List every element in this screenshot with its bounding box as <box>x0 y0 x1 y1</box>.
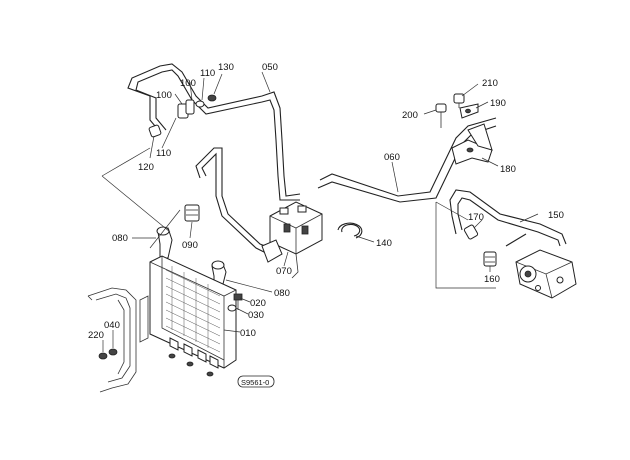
callout-170: 170 <box>468 212 484 223</box>
callout-210: 210 <box>482 78 498 89</box>
washer-110 <box>195 100 205 108</box>
drawing-code: S9561-0 <box>241 378 269 387</box>
callout-010: 010 <box>240 328 256 339</box>
pipe-050 <box>127 63 301 255</box>
callout-100-right: 100 <box>180 78 196 89</box>
callout-020: 020 <box>250 298 266 309</box>
bolt-040 <box>108 348 118 356</box>
callout-030: 030 <box>248 310 264 321</box>
control-valve-070 <box>261 201 323 279</box>
clamp-140 <box>337 222 363 239</box>
washer-030 <box>227 304 237 312</box>
fitting-170 <box>463 224 479 240</box>
callout-160: 160 <box>484 274 500 285</box>
callout-190: 190 <box>490 98 506 109</box>
fitting-120 <box>148 124 162 138</box>
banjo-fitting-100 <box>177 99 195 119</box>
callout-090: 090 <box>182 240 198 251</box>
callout-110-upper: 110 <box>200 68 215 79</box>
callout-080-upper: 080 <box>112 233 128 244</box>
callout-120: 120 <box>138 162 154 173</box>
callout-labels: 010 020 030 040 050 060 070 080 080 090 … <box>88 62 564 341</box>
callout-060: 060 <box>384 152 400 163</box>
nut-220 <box>98 352 108 360</box>
callout-100-left: 100 <box>156 90 172 101</box>
frame-bracket <box>87 287 137 393</box>
bolt-210 <box>453 93 465 108</box>
callout-070: 070 <box>276 266 292 277</box>
reference-lines <box>101 147 496 289</box>
callout-080-lower: 080 <box>274 288 290 299</box>
callout-200: 200 <box>402 110 418 121</box>
callout-leaders <box>102 71 539 352</box>
plate-190 <box>459 103 479 119</box>
bolt-020 <box>233 293 243 310</box>
oil-cooler-010 <box>139 255 237 377</box>
drawing-code-stamp: S9561-0 <box>237 375 275 388</box>
callout-220: 220 <box>88 330 104 341</box>
hydraulic-pump <box>515 249 577 299</box>
callout-150: 150 <box>548 210 564 221</box>
callout-040: 040 <box>104 320 120 331</box>
callout-130: 130 <box>218 62 234 73</box>
fitting-090 <box>184 204 200 222</box>
callout-140: 140 <box>376 238 392 249</box>
bolt-130 <box>207 94 217 102</box>
fitting-160 <box>483 251 497 267</box>
bracket-180 <box>451 123 493 165</box>
cooler-fins <box>165 266 221 353</box>
callout-110-lower: 110 <box>156 148 171 159</box>
bolt-200 <box>435 103 447 128</box>
callout-180: 180 <box>500 164 516 175</box>
callout-050: 050 <box>262 62 278 73</box>
